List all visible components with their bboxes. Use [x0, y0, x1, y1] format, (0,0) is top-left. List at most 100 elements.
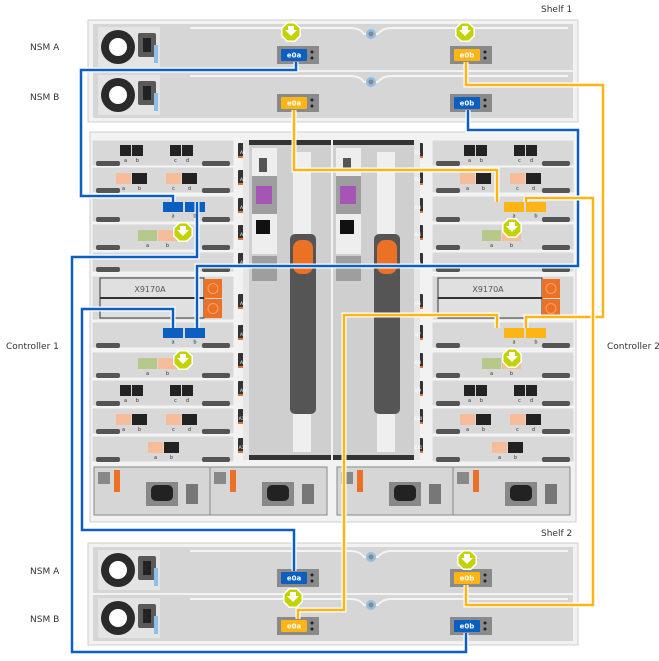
- shelf1-nsm-b-port-e0b-label: e0b: [460, 100, 475, 108]
- right-slot-2-port-c-label: c: [516, 186, 519, 192]
- shelf1-nsm-a-port-e0a-led: [310, 50, 314, 54]
- slot-label-A5: A5: [240, 260, 246, 266]
- left-slot-6-latch-ring: [207, 283, 219, 294]
- controller-psu-4-power-inlet-icon: [510, 485, 532, 501]
- ctrl-b-handle-latch: [377, 240, 397, 274]
- shelf1-nsm-a-fan-hub: [109, 38, 127, 56]
- left-slot-9-port-a: [120, 385, 131, 396]
- left-slot-4-pull-tab: [202, 245, 230, 250]
- right-slot-1-port-a: [464, 145, 475, 156]
- slot-label-B11: B11: [414, 445, 423, 451]
- ctrl-b-cam-handle: [374, 234, 400, 414]
- cable-ctrl2-b3b-to-shelf2-nsma-e0b: [464, 196, 595, 607]
- left-slot-7-pull-tab: [202, 343, 230, 348]
- left-slot-2-pull-tab: [202, 188, 230, 193]
- left-slot-8-port-a-label: a: [146, 371, 149, 377]
- right-slot-1-port-d-label: d: [530, 158, 533, 164]
- slot-rail-right: [414, 140, 420, 460]
- slot-label-A9: A9: [240, 388, 246, 394]
- slot-label-B4: B4: [415, 232, 421, 238]
- right-slot-7-port-a-label: a: [512, 340, 515, 346]
- right-slot-9-port-a-label: a: [468, 398, 471, 404]
- down-arrow-icon: [285, 26, 297, 36]
- right-slot-2-port-a-label: a: [466, 186, 469, 192]
- ctrl-b-mgmt-port-icon: [340, 186, 356, 204]
- slot-label-A6: A6: [240, 301, 246, 307]
- shelf2-nsm-a-power-inlet-socket: [143, 561, 151, 575]
- shelf2-nsm-a-port-e0b: [454, 572, 480, 584]
- left-slot-9-port-c-label: c: [174, 398, 177, 404]
- shelf1-label: Shelf 1: [541, 5, 572, 15]
- slot-label-A7: A7: [240, 332, 246, 338]
- shelf1-nsm-b-port-e0b-led: [483, 98, 487, 102]
- right-slot-3-port-b-label: b: [534, 214, 537, 220]
- left-slot-9-port-d-label: d: [186, 398, 189, 404]
- shelf2-nsm-b-power-inlet-socket: [143, 609, 151, 623]
- left-slot-10-port-c: [166, 414, 181, 425]
- shelf1-nsm-a-port-e0b: [454, 49, 480, 61]
- right-slot-9-port-d: [526, 385, 537, 396]
- ctrl-a-bottom-bar: [249, 455, 331, 460]
- slot-label-B5: B5: [415, 260, 421, 266]
- controller-psu-4-handle: [473, 470, 479, 492]
- right-slot-1-port-c: [514, 145, 525, 156]
- left-slot-11-port-b-label: b: [170, 455, 173, 461]
- shelf1-nsm-b-power-inlet-socket: [143, 86, 151, 100]
- ctrl-a-top-bar: [249, 140, 331, 145]
- ctrl-a-console-port-icon: [256, 220, 270, 234]
- shelf1-nsm-a-port-e0b-led: [483, 50, 487, 54]
- left-slot-2-port-d-label: d: [188, 186, 191, 192]
- right-slot-9-pull-tab: [542, 401, 570, 406]
- right-slot-2-pull-tab: [436, 188, 460, 193]
- right-slot-4-pull-tab: [542, 245, 570, 250]
- left-slot-9-pull-tab: [202, 401, 230, 406]
- ctrl-a-mgmt-port-icon: [256, 186, 272, 204]
- shelf2-nsm-a-port-e0b-label: e0b: [460, 575, 475, 583]
- left-slot-9-port-c: [170, 385, 181, 396]
- left-slot-2-pull-tab: [96, 188, 120, 193]
- left-slot-1-port-b-label: b: [136, 158, 139, 164]
- down-arrow-icon: [506, 222, 518, 232]
- slot-label-B6: B6: [415, 301, 421, 307]
- left-slot-1-port-c-label: c: [174, 158, 177, 164]
- shelf1-nsm-b-port-e0a-label: e0a: [287, 100, 302, 108]
- right-slot-1-port-c-label: c: [518, 158, 521, 164]
- shelf2-nsm-b-port-e0a-led: [310, 621, 314, 625]
- left-slot-10-port-b-label: b: [138, 427, 141, 433]
- right-slot-9-port-b-label: b: [480, 398, 483, 404]
- right-slot-1-port-b-label: b: [480, 158, 483, 164]
- right-slot-6-latch-ring: [545, 283, 557, 294]
- shelf2-nsm-a-port-e0b-led: [483, 579, 487, 583]
- right-slot-3-pull-tab: [436, 217, 460, 222]
- ctrl-b-top-bar: [333, 140, 415, 145]
- down-arrow-icon: [287, 592, 299, 602]
- shelf2-nsm-a-port-e0a: [281, 572, 307, 584]
- controller-psu-2-power-inlet-icon: [267, 485, 289, 501]
- shelf2-nsm-a-label: NSM A: [30, 567, 60, 577]
- left-slot-2-port-b-label: b: [138, 186, 141, 192]
- right-slot-11-pull-tab: [542, 457, 570, 462]
- right-slot-10-port-d: [526, 414, 541, 425]
- right-slot-7-port-b: [526, 328, 546, 338]
- ctrl-b-console-port-icon: [340, 220, 354, 234]
- shelf2-nsm-a-port-e0a-led: [310, 579, 314, 583]
- ctrl-b-bottom-bar: [333, 455, 415, 460]
- left-slot-11-port-a-label: a: [154, 455, 157, 461]
- right-slot-10-port-a: [460, 414, 475, 425]
- slot-label-A4: A4: [240, 232, 246, 238]
- left-slot-10-pull-tab: [202, 429, 230, 434]
- left-slot-4-port-a-label: a: [146, 243, 149, 249]
- cable-ctrl1-a3b-to-shelf2-nsmb-e0b: [70, 202, 468, 654]
- shelf1-nsm-b-label: NSM B: [30, 93, 59, 103]
- left-slot-8-port-a: [138, 358, 157, 369]
- controller-psu-3-power-inlet-icon: [394, 485, 416, 501]
- left-slot-9-port-b: [132, 385, 143, 396]
- left-slot-8-port-b-label: b: [166, 371, 169, 377]
- shelf2-nsm-b-port-e0b-led: [483, 621, 487, 625]
- left-slot-4-port-b: [158, 230, 177, 241]
- left-slot-7-port-b: [185, 328, 205, 338]
- right-slot-3-port-a: [504, 202, 524, 212]
- left-slot-2-port-c-label: c: [172, 186, 175, 192]
- left-slot-2-port-a-label: a: [122, 186, 125, 192]
